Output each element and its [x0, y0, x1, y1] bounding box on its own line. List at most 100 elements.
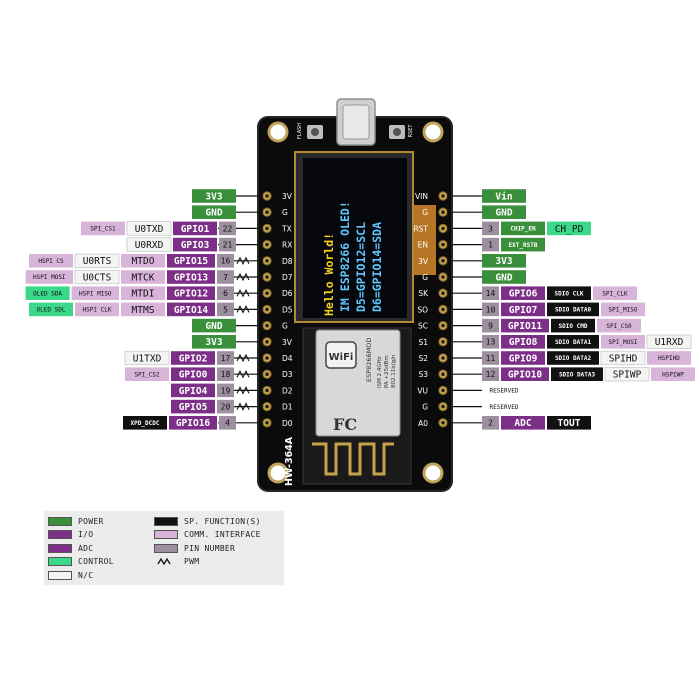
pin-label-box [217, 254, 234, 268]
pin-label-text: GPIO14 [174, 305, 209, 316]
pin-label: HSPI MOSI [25, 270, 74, 284]
pin-label-text: 3V3 [205, 337, 222, 348]
flash-label: FLASH [297, 123, 303, 139]
pin-label-box [547, 416, 591, 430]
pin-label: GPIO13 [167, 270, 215, 284]
pin-label-text: RESERVED [490, 388, 519, 395]
pin-label: RESERVED [490, 404, 519, 411]
pin-label-box [501, 286, 545, 300]
pin-label-text: CH_PD [555, 224, 584, 235]
pin-label-text: GPIO10 [508, 370, 543, 381]
pin-label: SDIO DATA3 [551, 367, 603, 381]
pin-label-box [482, 302, 499, 317]
board-model-label: HW-364A [284, 436, 295, 486]
pin-label: 3 [482, 221, 499, 236]
pin-label: GND [192, 205, 236, 219]
pin-label-text: HSPI CLK [83, 307, 112, 314]
pin-label-box [600, 350, 646, 366]
mount-hole-icon [422, 121, 444, 143]
module-spec-1: ISM 2.4GHz [377, 356, 383, 388]
pin-label: 10 [482, 302, 499, 317]
pin-label-box [482, 254, 526, 268]
mount-hole-icon [267, 462, 289, 484]
pin-label: GPIO5 [171, 399, 215, 414]
pin-label-text: SDIO DATA3 [559, 371, 596, 378]
pin-label-text: HSPIWP [662, 371, 684, 378]
pin-label-text: SDIO DATA0 [555, 307, 592, 314]
silk-label: EN [418, 241, 428, 250]
reset-label: RSET [408, 124, 414, 138]
pin-label-box [192, 189, 236, 203]
pin-label-box [74, 253, 120, 268]
silk-label: D8 [282, 257, 293, 266]
oled-line-4: D6=GPIO14=SDA [370, 222, 384, 312]
pin-label-text: U0TXD [135, 224, 164, 235]
pin-label-box [547, 286, 591, 300]
pin-label-box [501, 416, 545, 430]
module-spec-3: 802.11b/g/n [391, 354, 397, 388]
silk-label: D6 [282, 289, 293, 298]
pin-label-text: 9 [488, 321, 493, 330]
pin-label-box [192, 205, 236, 219]
pin-label-text: 14 [486, 289, 496, 298]
pin-label-text: HSPI MOSI [33, 274, 66, 281]
mount-hole-icon [267, 121, 289, 143]
pin-label-box [219, 237, 236, 252]
pin-label: HSPIWP [651, 367, 695, 381]
pin-label-text: GND [495, 272, 512, 283]
pin-label-text: SPIHD [609, 353, 638, 364]
pin-label-box [121, 302, 165, 317]
pin-label-box [171, 367, 215, 381]
pin-label-box [501, 335, 545, 349]
pin-label-text: GPIO5 [179, 402, 208, 413]
pin-label: U1RXD [646, 334, 692, 349]
silk-label: G [282, 322, 288, 331]
pwm-icon [236, 272, 250, 282]
pin-label-text: 3 [488, 224, 493, 233]
pin-label-box [192, 335, 236, 349]
pin-label-text: 22 [223, 224, 233, 233]
pin-label-box [125, 367, 169, 381]
pin-label-box [501, 367, 549, 381]
legend-label: POWER [78, 516, 104, 526]
pin-label-text: SPIWP [613, 370, 642, 381]
pwm-icon [236, 402, 250, 411]
pin-label: GPIO1 [173, 221, 217, 236]
pin-label-text: 3V3 [495, 256, 512, 267]
pin-label-text: XPD_DCDC [131, 420, 160, 427]
pin-label-box [501, 221, 545, 236]
pin-label-text: MTCK [132, 272, 155, 283]
pin-label: SPI_CS1 [81, 221, 125, 236]
pin-label-text: MTDI [132, 289, 155, 300]
pin-label-box [29, 302, 73, 317]
pin-label-text: GPIO13 [174, 272, 209, 283]
pin-label-box [597, 318, 641, 333]
pin-label-box [75, 302, 119, 317]
pin-label-text: GPIO7 [509, 305, 538, 316]
flash-button-icon [311, 128, 319, 136]
pwm-icon [236, 256, 250, 266]
pin-label: MTDO [121, 254, 165, 268]
pin-label-text: MTMS [132, 305, 155, 316]
silk-label: S1 [418, 338, 428, 347]
silk-label: D4 [282, 354, 293, 363]
pin-label-text: SDIO CMD [559, 323, 588, 330]
pin-label-box [217, 302, 234, 317]
pin-label-text: RESERVED [490, 404, 519, 411]
pwm-icon [236, 369, 250, 379]
left-pin-labels: 3V3GND22GPIO1U0TXDSPI_CS121GPIO3U0RXD16G… [25, 189, 263, 430]
silk-label: 3V [418, 257, 429, 266]
legend-item: CONTROL [48, 556, 114, 568]
silk-label: RST [413, 224, 428, 233]
pin-label: 20 [217, 399, 234, 414]
pin-label-box [482, 335, 499, 349]
legend-label: CONTROL [78, 557, 114, 566]
pin-label: CH_PD [547, 221, 591, 236]
silk-label: VIN [415, 192, 428, 201]
pin-label: SPI_CLK [593, 286, 637, 300]
pin-label: SDIO DATA1 [547, 335, 599, 349]
pin-label-text: U0RTS [83, 256, 112, 267]
legend-label: PIN NUMBER [184, 543, 236, 553]
